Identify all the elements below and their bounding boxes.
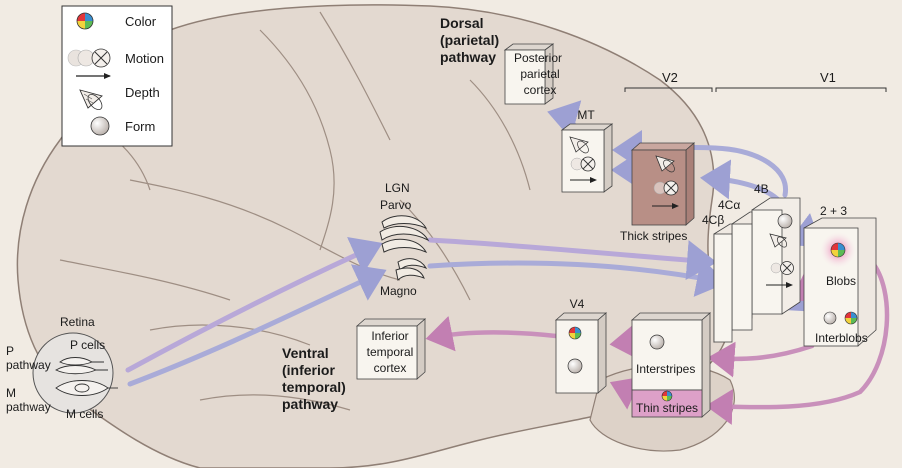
mt-label: MT bbox=[577, 108, 595, 122]
svg-text:Posterior: Posterior bbox=[514, 51, 562, 65]
color-wheel-icon bbox=[661, 390, 673, 402]
motion-icon bbox=[652, 180, 679, 209]
lgn-magno-label: Magno bbox=[380, 284, 417, 298]
legend-motion-label: Motion bbox=[125, 51, 164, 66]
svg-text:Inferior: Inferior bbox=[371, 329, 408, 343]
svg-text:pathway: pathway bbox=[282, 396, 338, 412]
p-pathway-label-2: pathway bbox=[6, 358, 51, 372]
p-pathway-label-1: P bbox=[6, 344, 14, 358]
layer-4b-label: 4B bbox=[754, 182, 769, 196]
layer-2-3-label: 2 + 3 bbox=[820, 204, 847, 218]
v1-label: V1 bbox=[820, 70, 836, 85]
p-cells-label: P cells bbox=[70, 338, 105, 352]
retina: Retina P cells M cells P pathway M pathw… bbox=[6, 315, 118, 421]
lgn-parvo-layers bbox=[379, 215, 430, 254]
layer-4cbeta-label: 4Cβ bbox=[702, 213, 724, 227]
form-sphere-icon bbox=[649, 334, 665, 350]
mt-box: MT bbox=[560, 108, 614, 193]
motion-icon bbox=[570, 156, 597, 183]
p-cell-shapes bbox=[55, 357, 108, 375]
motion-icon bbox=[766, 261, 794, 288]
svg-text:cortex: cortex bbox=[374, 361, 407, 375]
color-wheel-icon bbox=[830, 242, 846, 258]
m-pathway-label-2: pathway bbox=[6, 400, 51, 414]
color-form-arrows bbox=[425, 259, 890, 425]
form-sphere-icon bbox=[823, 311, 837, 325]
posterior-parietal-box: Posterior parietal cortex bbox=[503, 43, 562, 105]
svg-text:(parietal): (parietal) bbox=[440, 32, 499, 48]
m-cell-shapes bbox=[55, 380, 118, 396]
color-wheel-icon bbox=[568, 326, 582, 340]
color-wheel-icon bbox=[76, 12, 94, 30]
thin-stripes-label: Thin stripes bbox=[636, 401, 698, 415]
v4-label: V4 bbox=[570, 297, 585, 311]
legend-depth-label: Depth bbox=[125, 85, 160, 100]
interstripes-thinstripes-box: Interstripes Thin stripes bbox=[630, 312, 712, 418]
svg-text:pathway: pathway bbox=[440, 49, 496, 65]
svg-text:temporal: temporal bbox=[367, 345, 414, 359]
v4-box: V4 bbox=[554, 297, 608, 394]
layer-2-3-box: 2 + 3 Blobs Interblobs bbox=[803, 204, 877, 347]
layer-4calpha-label: 4Cα bbox=[718, 198, 740, 212]
parvo-arrows bbox=[125, 236, 717, 373]
legend-form-label: Form bbox=[125, 119, 155, 134]
svg-text:Ventral: Ventral bbox=[282, 345, 329, 361]
lgn-label: LGN bbox=[385, 181, 410, 195]
v2-label: V2 bbox=[662, 70, 678, 85]
interstripes-label: Interstripes bbox=[636, 362, 695, 376]
motion-icon bbox=[67, 48, 111, 79]
blobs-label: Blobs bbox=[826, 274, 856, 288]
inferior-temporal-box: Inferior temporal cortex bbox=[355, 318, 427, 380]
thick-stripes-box: Thick stripes bbox=[620, 142, 696, 243]
depth-cone-icon bbox=[79, 89, 103, 111]
lgn-parvo-label: Parvo bbox=[380, 198, 412, 212]
v1-bracket bbox=[715, 87, 887, 92]
svg-text:temporal): temporal) bbox=[282, 379, 346, 395]
depth-cone-icon bbox=[769, 233, 788, 248]
dorsal-pathway-label: Dorsal (parietal) pathway bbox=[440, 15, 499, 65]
svg-text:parietal: parietal bbox=[520, 67, 559, 81]
form-sphere-icon bbox=[90, 116, 110, 136]
m-cells-label: M cells bbox=[66, 407, 103, 421]
form-sphere-icon bbox=[777, 213, 793, 229]
ventral-pathway-label: Ventral (inferior temporal) pathway bbox=[282, 345, 346, 412]
form-sphere-icon bbox=[567, 358, 583, 374]
lgn: LGN Parvo Magno bbox=[379, 181, 430, 298]
legend-color-label: Color bbox=[125, 14, 157, 29]
thick-stripes-label: Thick stripes bbox=[620, 229, 687, 243]
legend: Color Motion Depth Form bbox=[61, 5, 173, 147]
retina-label: Retina bbox=[60, 315, 95, 329]
interblobs-label: Interblobs bbox=[815, 331, 868, 345]
svg-text:Dorsal: Dorsal bbox=[440, 15, 484, 31]
v1-layers: 4Cα 4B 4Cβ bbox=[702, 182, 801, 343]
m-pathway-label-1: M bbox=[6, 386, 16, 400]
color-wheel-icon bbox=[844, 311, 858, 325]
depth-cone-icon bbox=[569, 136, 589, 154]
svg-text:(inferior: (inferior bbox=[282, 362, 335, 378]
v2-bracket bbox=[624, 87, 713, 92]
lgn-magno-layers bbox=[395, 258, 428, 282]
svg-text:cortex: cortex bbox=[524, 83, 557, 97]
depth-cone-icon bbox=[655, 155, 675, 173]
